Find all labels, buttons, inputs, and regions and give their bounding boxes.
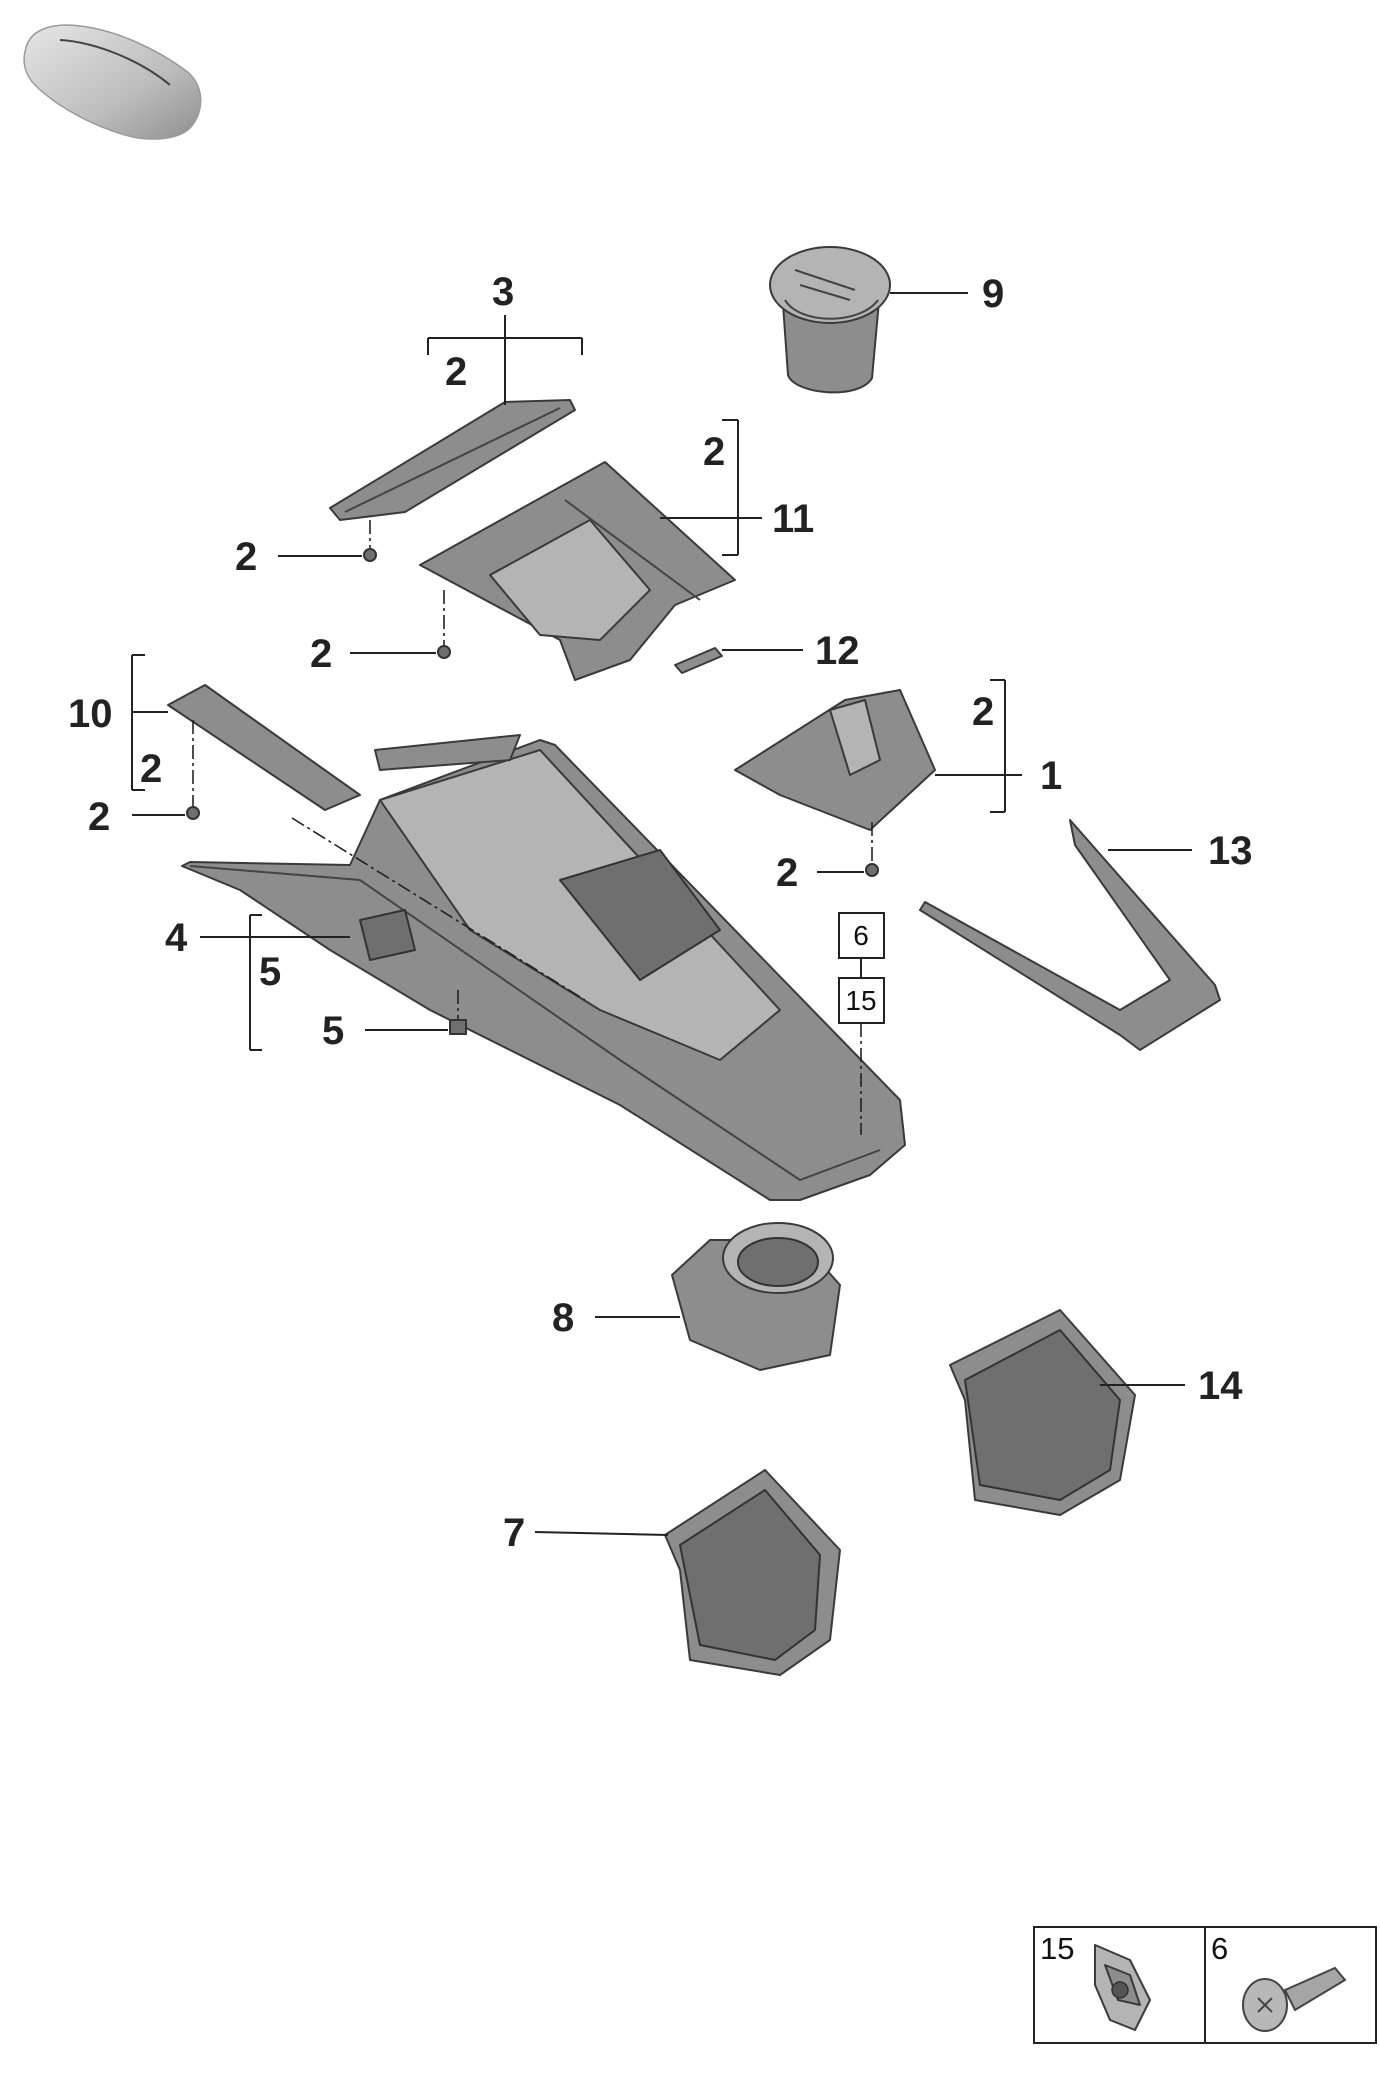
legend-number-15: 15 [1040, 1931, 1074, 1966]
screw-icon [1242, 1966, 1347, 2032]
callout-12: 12 [815, 629, 860, 673]
boxed-label-15 [838, 977, 885, 1024]
part-14-storage-bin [949, 1309, 1136, 1516]
part-4-center-console [181, 734, 906, 1201]
part-13-side-trim [919, 819, 1221, 1051]
callout-7: 7 [503, 1511, 525, 1555]
part-9-cup-insert [769, 246, 891, 394]
part-7-storage-bin [664, 1469, 841, 1676]
clip-icon [363, 548, 377, 562]
callout-2-d: 2 [310, 632, 332, 676]
callout-5-a: 5 [259, 950, 281, 994]
part-1-shifter-trim [734, 689, 936, 831]
callout-2-h: 2 [776, 851, 798, 895]
boxed-label-6 [838, 912, 885, 959]
callout-5-b: 5 [322, 1009, 344, 1053]
clip-5-icon [449, 1019, 467, 1035]
callout-2-e: 2 [140, 747, 162, 791]
clip-nut-icon [1094, 1944, 1151, 2031]
callout-11: 11 [772, 497, 814, 541]
svg-text:6: 6 [853, 920, 869, 951]
callout-2-g: 2 [972, 690, 994, 734]
fastener-legend: 15 6 [1033, 1926, 1377, 2044]
callout-10: 10 [68, 692, 113, 736]
callout-3: 3 [492, 270, 514, 314]
callout-2-f: 2 [88, 795, 110, 839]
part-11-frame [419, 461, 736, 681]
callout-13: 13 [1208, 829, 1253, 873]
part-8-cup-holder [671, 1222, 841, 1371]
callout-14: 14 [1198, 1364, 1243, 1408]
part-10-strip [167, 684, 361, 811]
callout-2-c: 2 [703, 430, 725, 474]
callout-9: 9 [982, 272, 1004, 316]
callout-4: 4 [165, 916, 188, 960]
callout-2-b: 2 [235, 535, 257, 579]
callout-1: 1 [1040, 754, 1062, 798]
part-12-insert [674, 647, 723, 674]
legend-number-6: 6 [1211, 1931, 1228, 1966]
callout-8: 8 [552, 1296, 574, 1340]
svg-text:15: 15 [845, 985, 876, 1016]
car-silhouette-icon [23, 24, 202, 140]
callout-2-top: 2 [445, 350, 467, 394]
